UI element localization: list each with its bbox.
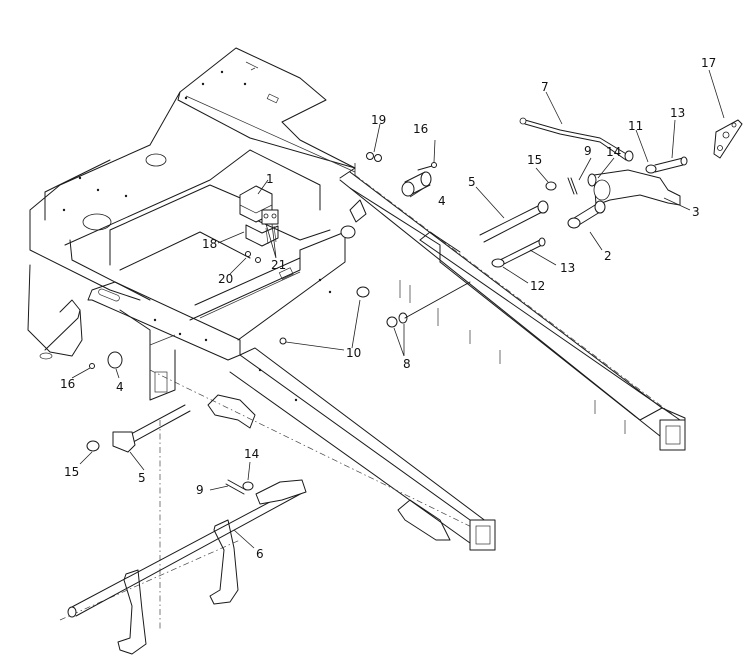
callout-10: 10 (346, 346, 361, 360)
callout-9-upper: 9 (584, 144, 592, 158)
callout-17: 17 (701, 56, 716, 70)
callout-18: 18 (202, 237, 217, 251)
callout-20: 20 (218, 272, 233, 286)
pedal-assembly (519, 117, 743, 229)
callout-5-lower: 5 (138, 471, 146, 485)
frame-rails (149, 171, 686, 551)
callout-16-upper: 16 (413, 122, 428, 136)
callout-14-upper: 14 (606, 145, 621, 159)
callout-19: 19 (371, 113, 386, 127)
callout-11: 11 (628, 119, 643, 133)
callout-15-lower: 15 (64, 465, 79, 479)
callout-4-upper: 4 (438, 194, 446, 208)
chassis-frame (27, 47, 356, 401)
hardware-upper (239, 152, 557, 345)
callout-12: 12 (530, 279, 545, 293)
callout-21: 21 (271, 258, 286, 272)
callout-13-upper: 13 (670, 106, 685, 120)
callout-15-upper: 15 (527, 153, 542, 167)
callout-2: 2 (604, 249, 612, 263)
callout-4-lower: 4 (116, 380, 124, 394)
leader-lines (71, 69, 725, 549)
hardware-lower (59, 351, 307, 655)
callout-3: 3 (692, 205, 700, 219)
callout-7: 7 (541, 80, 549, 94)
callout-9-lower: 9 (196, 483, 204, 497)
callout-6: 6 (256, 547, 264, 561)
callout-labels: 1 2 3 4 4 5 5 6 7 8 9 9 10 11 12 13 13 1… (60, 56, 716, 561)
callout-5-upper: 5 (468, 175, 476, 189)
callout-16-lower: 16 (60, 377, 75, 391)
callout-13-lower: 13 (560, 261, 575, 275)
callout-1: 1 (266, 172, 274, 186)
callout-8: 8 (403, 357, 411, 371)
callout-14-lower: 14 (244, 447, 259, 461)
